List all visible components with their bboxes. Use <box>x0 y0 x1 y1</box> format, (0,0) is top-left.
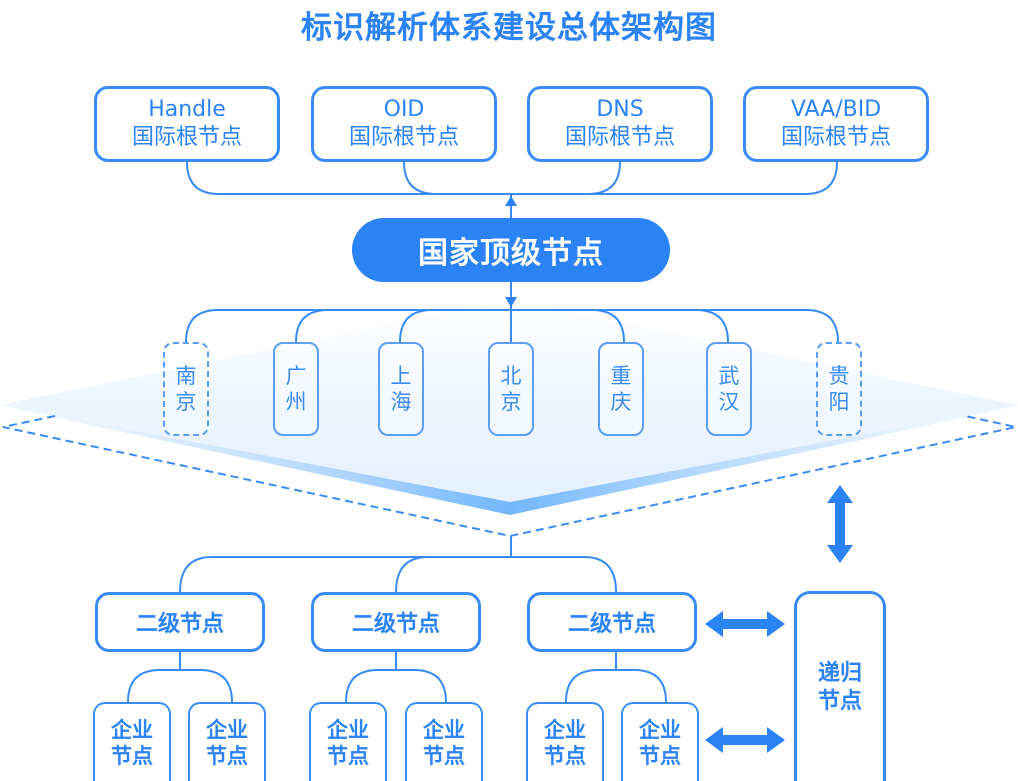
root-node-name: OID <box>383 97 425 122</box>
root-node-name: Handle <box>148 97 226 122</box>
root-connectors <box>186 161 838 218</box>
enterprise-node: 企业 节点 <box>309 702 387 781</box>
plane-surface <box>0 300 1018 502</box>
city-node-beijing: 北 京 <box>488 342 534 436</box>
enterprise-label-line: 企业 <box>639 717 681 742</box>
national-top-node: 国家顶级节点 <box>352 218 670 282</box>
city-name-line: 南 <box>175 364 197 388</box>
double-arrow-vertical-icon <box>827 485 853 563</box>
city-name-line: 广 <box>285 364 307 388</box>
root-node-label: 国际根节点 <box>564 125 675 150</box>
city-name-line: 汉 <box>718 390 740 414</box>
root-node-oid: OID 国际根节点 <box>311 86 497 162</box>
enterprise-label-line: 节点 <box>639 743 681 768</box>
root-node-name: DNS <box>596 97 644 122</box>
city-node-guiyang: 贵 阳 <box>816 342 862 436</box>
root-node-label: 国际根节点 <box>348 125 459 150</box>
enterprise-node: 企业 节点 <box>526 702 604 781</box>
enterprise-label-line: 企业 <box>111 717 153 742</box>
root-node-name: VAA/BID <box>790 97 882 122</box>
city-name-line: 京 <box>500 390 522 414</box>
city-node-shanghai: 上 海 <box>378 342 424 436</box>
city-name-line: 阳 <box>828 390 850 414</box>
enterprise-label-line: 企业 <box>206 717 248 742</box>
city-name-line: 武 <box>718 364 740 388</box>
secondary-node: 二级节点 <box>527 592 697 652</box>
arrow-down-icon <box>505 297 517 307</box>
city-name-line: 海 <box>390 390 412 414</box>
double-arrow-horizontal-icon <box>705 611 785 637</box>
enterprise-label-line: 节点 <box>206 743 248 768</box>
enterprise-label-line: 节点 <box>111 743 153 768</box>
city-name-line: 北 <box>500 364 522 388</box>
arrow-up-icon <box>505 196 517 206</box>
enterprise-label-line: 企业 <box>327 717 369 742</box>
enterprise-label-line: 企业 <box>423 717 465 742</box>
root-node-handle: Handle 国际根节点 <box>94 86 280 162</box>
enterprise-label-line: 节点 <box>544 743 586 768</box>
enterprise-node: 企业 节点 <box>405 702 483 781</box>
plane-edge-right <box>510 405 1018 515</box>
city-node-wuhan: 武 汉 <box>706 342 752 436</box>
city-connectors <box>185 282 839 343</box>
root-node-label: 国际根节点 <box>131 125 242 150</box>
diagram-title: 标识解析体系建设总体架构图 <box>301 10 717 46</box>
secondary-node: 二级节点 <box>95 592 265 652</box>
recursive-label-line: 递归 <box>817 660 862 686</box>
secondary-connectors <box>127 536 667 703</box>
city-name-line: 重 <box>610 364 632 388</box>
secondary-node: 二级节点 <box>311 592 481 652</box>
city-name-line: 贵 <box>828 364 850 388</box>
root-node-vaa-bid: VAA/BID 国际根节点 <box>743 86 929 162</box>
enterprise-label-line: 节点 <box>327 743 369 768</box>
city-name-line: 庆 <box>610 390 632 414</box>
city-node-guangzhou: 广 州 <box>273 342 319 436</box>
plane-dashed-outline <box>2 415 1017 538</box>
city-node-nanjing: 南 京 <box>163 342 209 436</box>
double-arrow-horizontal-icon <box>705 727 785 753</box>
city-name-line: 州 <box>285 390 307 414</box>
recursive-node: 递归 节点 <box>794 591 886 781</box>
city-node-chongqing: 重 庆 <box>598 342 644 436</box>
enterprise-label-line: 节点 <box>423 743 465 768</box>
enterprise-label-line: 企业 <box>544 717 586 742</box>
city-name-line: 京 <box>175 390 197 414</box>
recursive-label-line: 节点 <box>817 688 862 714</box>
root-node-dns: DNS 国际根节点 <box>527 86 713 162</box>
plane-edge-left <box>0 405 510 515</box>
enterprise-node: 企业 节点 <box>188 702 266 781</box>
root-node-label: 国际根节点 <box>780 125 891 150</box>
enterprise-node: 企业 节点 <box>621 702 699 781</box>
enterprise-node: 企业 节点 <box>93 702 171 781</box>
city-name-line: 上 <box>390 364 412 388</box>
